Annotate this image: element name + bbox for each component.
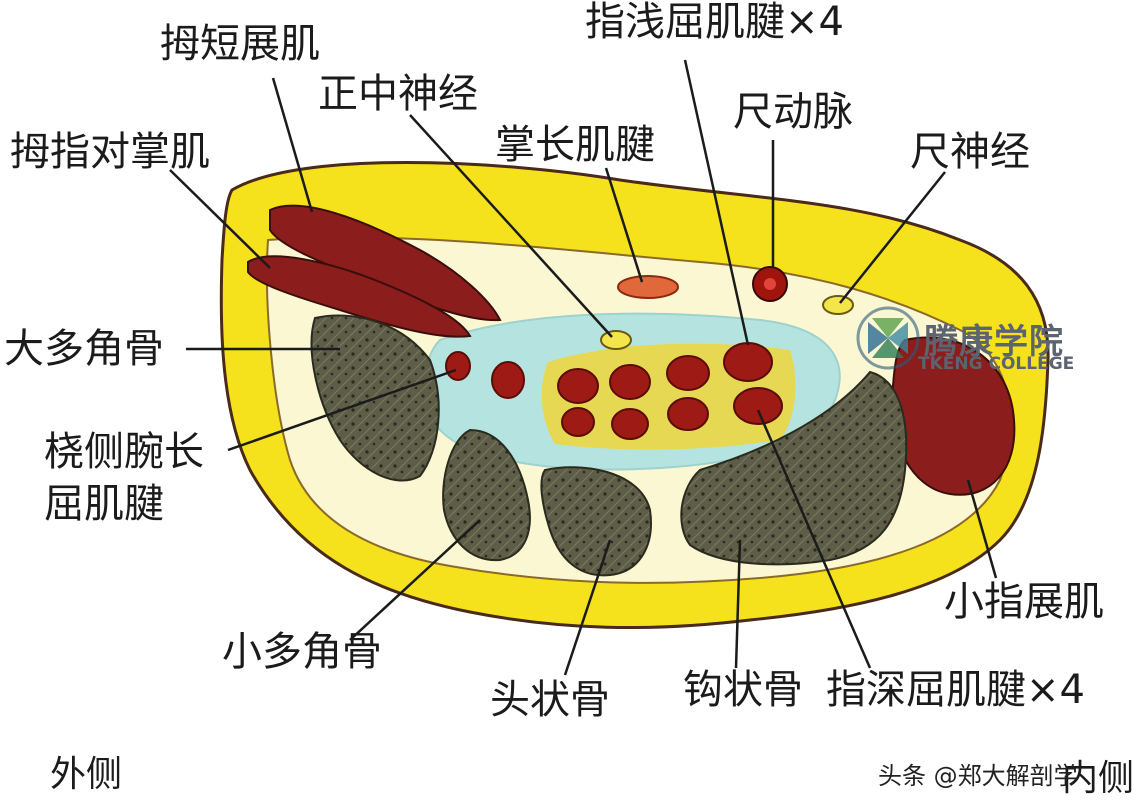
label-capitate: 头状骨 <box>490 677 610 723</box>
label-hamate: 钩状骨 <box>683 667 803 713</box>
label-ulnar-nerve: 尺神经 <box>910 129 1030 175</box>
flexor-tendon <box>611 408 649 440</box>
label-flexor-superficialis: 指浅屈肌腱×4 <box>585 0 844 45</box>
label-abductor-digiti-minimi: 小指展肌 <box>944 579 1104 625</box>
label-lateral: 外侧 <box>50 754 123 795</box>
flexor-tendon <box>557 368 599 404</box>
label-trapezoid: 小多角骨 <box>222 629 382 675</box>
label-fcr-line2: 屈肌腱 <box>44 481 164 527</box>
flexor-tendon <box>723 342 773 382</box>
flexor-tendon <box>733 387 783 425</box>
logo-text-en: TKENG COLLEGE <box>918 354 1075 374</box>
capitate-bone <box>540 466 652 577</box>
label-opponens-pollicis: 拇指对掌肌 <box>10 129 210 175</box>
watermark: 头条 @郑大解剖学 <box>878 762 1078 790</box>
leader-lines <box>169 59 998 676</box>
fcr-tendon <box>491 361 525 399</box>
label-palmaris-longus: 掌长肌腱 <box>495 122 655 168</box>
ulnar-artery-lumen <box>764 278 776 290</box>
flexor-tendon <box>666 355 710 391</box>
ulnar-nerve <box>822 295 854 315</box>
label-medial: 内侧 <box>1062 758 1135 799</box>
label-fcr-line1: 桡侧腕长 <box>44 429 204 475</box>
label-trapezium: 大多角骨 <box>4 326 164 372</box>
opponens-pollicis-muscle <box>247 255 472 338</box>
label-flexor-profundus: 指深屈肌腱×4 <box>826 667 1085 713</box>
logo-text-cn: 腾康学院 <box>924 322 1064 362</box>
label-abductor-pollicis-brevis: 拇短展肌 <box>160 21 320 67</box>
college-logo-icon <box>856 306 920 370</box>
hamate-bone <box>680 370 908 566</box>
fcr-tendon-small <box>445 351 471 381</box>
trapezoid-bone <box>442 428 531 562</box>
flexor-tendon <box>561 407 595 437</box>
flexor-tendon <box>609 364 651 400</box>
flexor-tendon <box>667 397 709 431</box>
median-nerve <box>600 330 632 350</box>
palmaris-longus-tendon <box>617 275 679 299</box>
label-median-nerve: 正中神经 <box>318 71 478 117</box>
label-ulnar-artery: 尺动脉 <box>733 89 853 135</box>
